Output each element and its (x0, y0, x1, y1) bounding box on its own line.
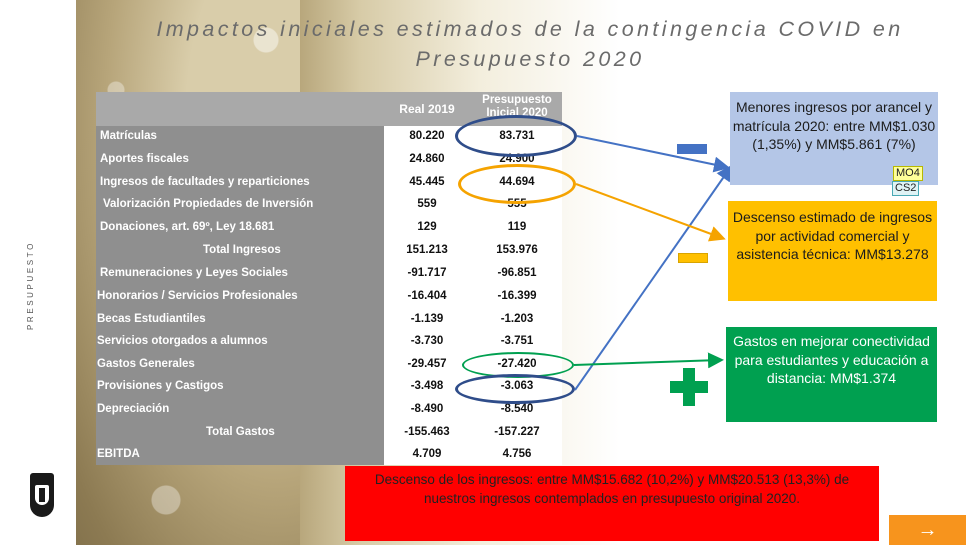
value-real-2019: 24.860 (409, 153, 445, 165)
row-label: EBITDA (97, 448, 140, 460)
next-slide-button[interactable]: → (889, 515, 966, 545)
value-real-2019: -3.498 (410, 380, 444, 392)
row-label: Total Ingresos (203, 244, 281, 256)
comment-tag[interactable]: CS2 (892, 181, 920, 196)
header-real-2019: Real 2019 (399, 102, 455, 116)
university-crest-icon (30, 473, 54, 517)
value-real-2019: -3.730 (410, 335, 444, 347)
row-label: Depreciación (97, 403, 170, 415)
row-label: Matrículas (100, 130, 157, 142)
table-row: Becas Estudiantiles -1.139 -1.203 (96, 309, 562, 331)
arrow-gastos-to-green (573, 352, 724, 369)
value-real-2019: -91.717 (407, 267, 447, 279)
row-label: Valorización Propiedades de Inversión (103, 198, 314, 210)
value-real-2019: 80.220 (409, 130, 445, 142)
row-label: Gastos Generales (97, 358, 195, 370)
oval-ingresos-facultades (458, 164, 576, 204)
callout-descenso-ingresos: Descenso de los ingresos: entre MM$15.68… (345, 466, 879, 541)
callout-gastos-conectividad: Gastos en mejorar conectividad para estu… (726, 327, 937, 422)
comment-tag[interactable]: MO4 (893, 166, 923, 181)
value-presupuesto-2020: -8.540 (500, 403, 534, 415)
arrow-matriculas-to-blue (576, 135, 730, 173)
arrow-facultades-to-gold (575, 183, 726, 242)
value-presupuesto-2020: 153.976 (496, 244, 538, 256)
value-real-2019: -16.404 (407, 290, 447, 302)
arrow-right-icon: → (917, 519, 938, 541)
row-label: Donaciones, art. 69º, Ley 18.681 (100, 221, 275, 233)
table-row: Donaciones, art. 69º, Ley 18.681 129 119 (96, 217, 562, 239)
minus-blue-icon (677, 144, 707, 154)
value-presupuesto-2020: 119 (507, 221, 527, 233)
table-row: Gastos Generales -29.457 -27.420 (96, 354, 562, 376)
callout-descenso-actividad: Descenso estimado de ingresos por activi… (728, 201, 937, 301)
oval-provisiones (455, 374, 575, 404)
table-row: Depreciación -8.490 -8.540 (96, 399, 562, 421)
plus-green-icon (670, 368, 708, 406)
value-real-2019: 151.213 (406, 244, 448, 256)
value-real-2019: -1.139 (410, 313, 444, 325)
value-real-2019: 129 (417, 221, 437, 233)
row-label: Servicios otorgados a alumnos (97, 335, 268, 347)
oval-matriculas (455, 115, 577, 157)
table-row: Total Ingresos 151.213 153.976 (96, 240, 562, 262)
value-presupuesto-2020: 4.756 (502, 448, 532, 460)
value-presupuesto-2020: -3.751 (500, 335, 534, 347)
table-row: Remuneraciones y Leyes Sociales -91.717 … (96, 263, 562, 285)
value-real-2019: 45.445 (409, 176, 445, 188)
table-row: Total Gastos -155.463 -157.227 (96, 422, 562, 444)
callout-menores-ingresos: Menores ingresos por arancel y matrícula… (730, 92, 938, 185)
slide-title: Impactos iniciales estimados de la conti… (156, 17, 904, 71)
row-label: Ingresos de facultades y reparticiones (100, 176, 310, 188)
value-real-2019: -8.490 (410, 403, 444, 415)
value-real-2019: -155.463 (404, 426, 450, 438)
table-row: Aportes fiscales 24.860 24.900 (96, 149, 562, 171)
table-row: Valorización Propiedades de Inversión 55… (96, 194, 562, 216)
value-presupuesto-2020: -1.203 (500, 313, 534, 325)
table-row: EBITDA 4.709 4.756 (96, 444, 562, 466)
value-presupuesto-2020: -16.399 (497, 290, 537, 302)
row-label: Becas Estudiantiles (97, 313, 206, 325)
row-label: Aportes fiscales (100, 153, 189, 165)
row-label: Provisiones y Castigos (97, 380, 224, 392)
minus-gold-icon (678, 253, 708, 263)
value-real-2019: -29.457 (407, 358, 447, 370)
row-label: Total Gastos (206, 426, 275, 438)
value-presupuesto-2020: -96.851 (497, 267, 537, 279)
arrow-provisiones-to-blue (574, 164, 733, 391)
value-real-2019: 559 (417, 198, 437, 210)
table-row: Servicios otorgados a alumnos -3.730 -3.… (96, 331, 562, 353)
row-label: Remuneraciones y Leyes Sociales (100, 267, 288, 279)
table-row: Honorarios / Servicios Profesionales -16… (96, 286, 562, 308)
value-real-2019: 4.709 (412, 448, 442, 460)
value-presupuesto-2020: -157.227 (494, 426, 540, 438)
row-label: Honorarios / Servicios Profesionales (97, 290, 298, 302)
